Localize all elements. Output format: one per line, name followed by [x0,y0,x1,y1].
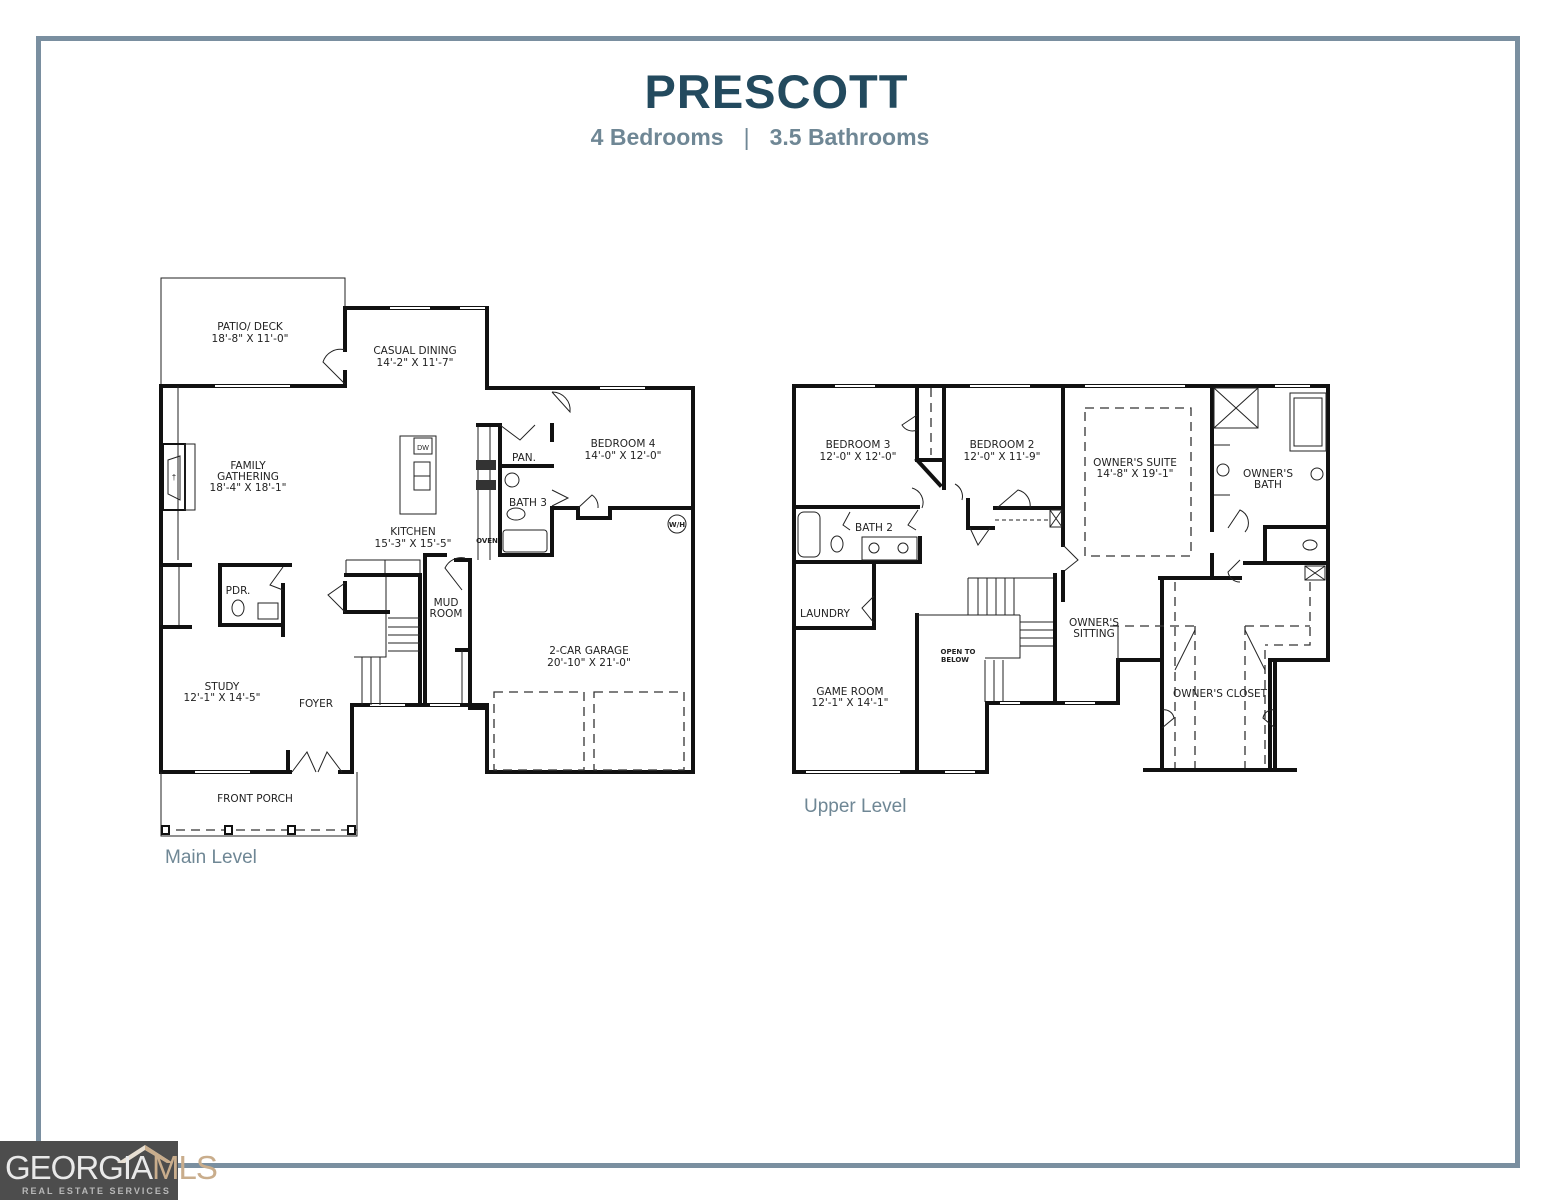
room-label-front-porch: FRONT PORCH [217,793,293,805]
room-label-owners-bath-1: OWNER'S [1243,468,1293,480]
oven-label: OVEN [476,537,498,545]
logo-brand-accent: MLS [152,1149,218,1186]
upper-level-plan: BEDROOM 3 12'-0" X 12'-0" BEDROOM 2 12'-… [792,384,1330,774]
room-label-kitchen: KITCHEN [390,526,436,538]
water-heater-label: W/H [669,521,685,529]
main-level-plan: † DW [159,277,695,837]
room-label-owners-closet: OWNER'S CLOSET [1173,688,1268,700]
room-label-pantry: PAN. [512,452,536,464]
room-dims-bedroom-4: 14'-0" X 12'-0" [585,450,662,462]
room-label-owners-sitting-1: OWNER'S [1069,617,1119,629]
room-label-powder: PDR. [226,585,251,597]
plan-title: PRESCOTT [644,65,909,118]
room-dims-game-room: 12'-1" X 14'-1" [812,697,889,709]
room-label-bath-2: BATH 2 [855,522,893,534]
logo-brand: GEORGIAMLS [5,1149,218,1187]
bathroom-count: 3.5 Bathrooms [769,124,930,150]
roof-icon [117,1145,173,1163]
room-label-family-1: FAMILY [230,460,266,472]
room-dims-family: 18'-4" X 18'-1" [210,482,287,494]
room-dims-bedroom-2: 12'-0" X 11'-9" [964,451,1041,463]
logo-tagline: REAL ESTATE SERVICES [22,1186,171,1196]
room-label-patio: PATIO/ DECK [217,321,284,333]
room-label-garage: 2-CAR GARAGE [549,645,629,657]
room-label-bedroom-3: BEDROOM 3 [826,439,891,451]
room-label-foyer: FOYER [299,698,333,710]
svg-text:†: † [172,473,176,482]
room-dims-bedroom-3: 12'-0" X 12'-0" [820,451,897,463]
open-to-below-1: OPEN TO [941,648,976,656]
room-label-game-room: GAME ROOM [816,686,883,698]
room-label-owners-bath-2: BATH [1254,479,1282,491]
room-dims-patio: 18'-8" X 11'-0" [212,333,289,345]
room-label-casual-dining: CASUAL DINING [373,345,456,357]
main-level-label: Main Level [165,847,257,868]
georgia-mls-logo: GEORGIAMLS REAL ESTATE SERVICES [0,1141,218,1200]
page-frame [36,36,1520,1168]
room-dims-garage: 20'-10" X 21'-0" [547,657,631,669]
room-dims-kitchen: 15'-3" X 15'-5" [375,538,452,550]
room-label-laundry: LAUNDRY [800,608,851,620]
logo-brand-main: GEORGIA [5,1149,153,1186]
plan-subtitle: 4 Bedrooms | 3.5 Bathrooms [0,124,1520,151]
bedroom-count: 4 Bedrooms [590,124,724,150]
open-to-below-2: BELOW [941,656,969,664]
room-label-owners-sitting-2: SITTING [1073,628,1115,640]
room-label-owners-suite: OWNER'S SUITE [1093,457,1177,469]
room-label-family-2: GATHERING [217,471,279,483]
room-label-mud-2: ROOM [430,608,463,620]
room-label-bedroom-4: BEDROOM 4 [591,438,656,450]
room-label-bath-3: BATH 3 [509,497,547,509]
upper-level-label: Upper Level [804,796,907,817]
room-dims-casual-dining: 14'-2" X 11'-7" [377,357,454,369]
subtitle-separator: | [743,124,750,150]
room-dims-owners-suite: 14'-8" X 19'-1" [1097,468,1174,480]
dishwasher-label: DW [417,445,429,452]
room-label-mud-1: MUD [434,597,459,609]
room-label-bedroom-2: BEDROOM 2 [970,439,1035,451]
room-label-study: STUDY [205,681,240,693]
room-dims-study: 12'-1" X 14'-5" [184,692,261,704]
